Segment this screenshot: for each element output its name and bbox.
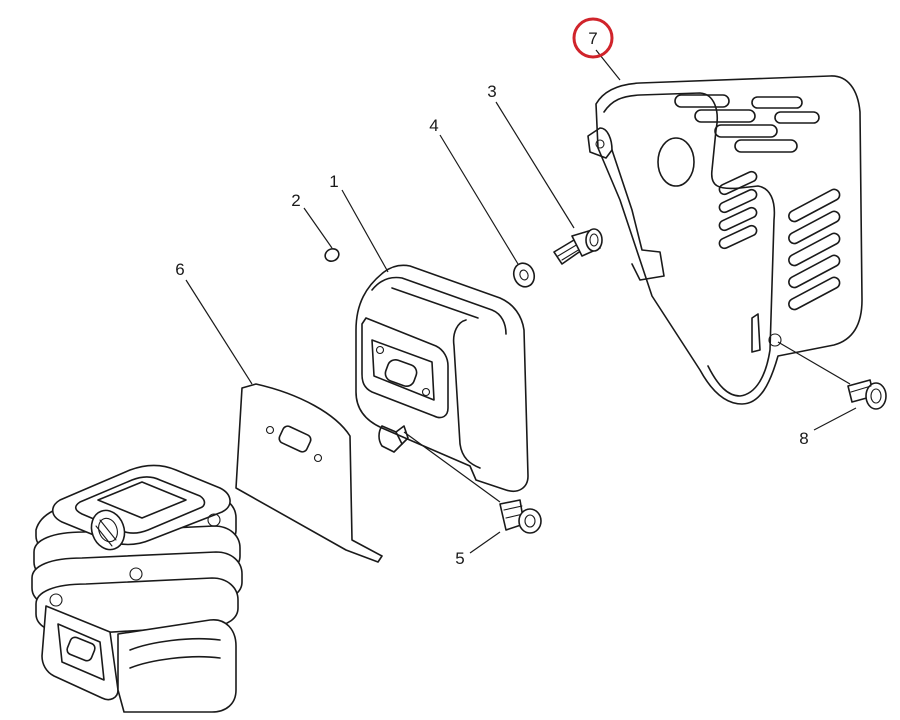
- cover-side-louvers: [718, 170, 758, 250]
- callout-7-highlight-ring: [572, 17, 614, 59]
- part-1-muffler[interactable]: [355, 264, 529, 492]
- cover-front-louvers: [788, 188, 841, 311]
- callout-labels: 1 2 3 4 5 6 7 8: [175, 29, 808, 568]
- part-6-heat-plate[interactable]: [235, 383, 383, 563]
- leader-lines: [185, 49, 857, 554]
- cover-top-louvers: [674, 94, 820, 153]
- callout-7: 7: [588, 29, 597, 48]
- part-8-cover-screw[interactable]: [847, 379, 887, 410]
- part-7-muffler-cover[interactable]: [587, 75, 863, 405]
- callout-4: 4: [429, 116, 438, 135]
- callout-8: 8: [799, 429, 808, 448]
- cylinder-block: [31, 464, 243, 713]
- callout-3: 3: [487, 82, 496, 101]
- callout-2: 2: [291, 191, 300, 210]
- callout-1: 1: [329, 172, 338, 191]
- part-2-pin[interactable]: [323, 247, 341, 264]
- part-4-washer[interactable]: [510, 260, 537, 289]
- part-5-muffler-screw[interactable]: [499, 499, 542, 534]
- callout-5: 5: [455, 549, 464, 568]
- part-3-bolt[interactable]: [553, 228, 603, 265]
- callout-6: 6: [175, 260, 184, 279]
